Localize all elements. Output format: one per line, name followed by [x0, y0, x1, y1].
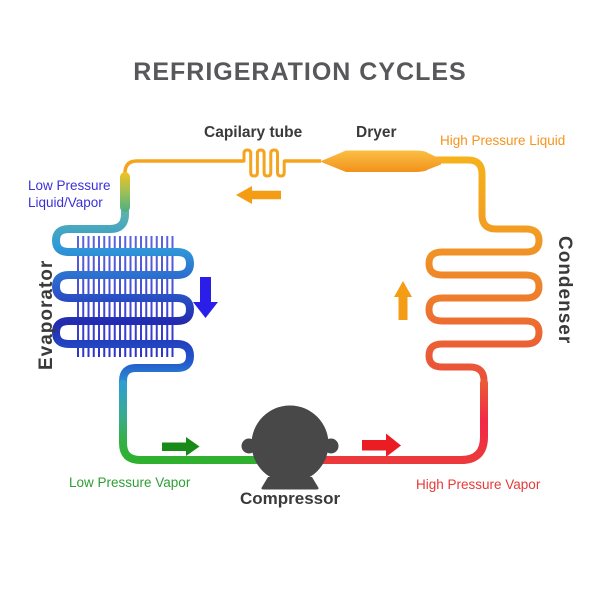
flow-arrow-right-green-icon	[162, 437, 200, 456]
page-title: REFRIGERATION CYCLES	[133, 58, 467, 86]
low-pressure-liquid-vapor-line2: Liquid/Vapor	[28, 194, 103, 210]
flow-arrow-left-icon	[236, 186, 281, 204]
high-pressure-vapor-label: High Pressure Vapor	[416, 477, 541, 492]
expansion-bulge	[120, 172, 130, 212]
capillary-coil	[237, 148, 291, 178]
pipe-suction-line	[119, 380, 274, 464]
compressor-label: Compressor	[240, 489, 341, 508]
condenser-coil	[425, 156, 543, 391]
high-pressure-liquid-label: High Pressure Liquid	[440, 133, 566, 148]
dryer-body	[320, 150, 441, 172]
low-pressure-vapor-label: Low Pressure Vapor	[69, 475, 191, 490]
flow-arrow-down-icon	[193, 277, 218, 318]
dryer-label: Dryer	[356, 124, 397, 141]
pipe-discharge-line	[318, 379, 488, 464]
compressor-body	[241, 405, 339, 490]
capillary-tube-label: Capilary tube	[204, 124, 303, 141]
condenser-label: Condenser	[554, 236, 575, 345]
flow-arrow-up-icon	[394, 281, 412, 320]
pipe-liquid-line-left	[123, 159, 245, 182]
evaporator-coil	[52, 202, 194, 392]
compressor-base	[261, 477, 319, 490]
flow-arrow-right-red-icon	[362, 433, 401, 457]
low-pressure-liquid-vapor-label: Low Pressure Liquid/Vapor	[28, 178, 111, 211]
evaporator-label: Evaporator	[36, 259, 57, 370]
compressor-shell	[251, 405, 329, 483]
low-pressure-liquid-vapor-line1: Low Pressure	[28, 178, 111, 193]
